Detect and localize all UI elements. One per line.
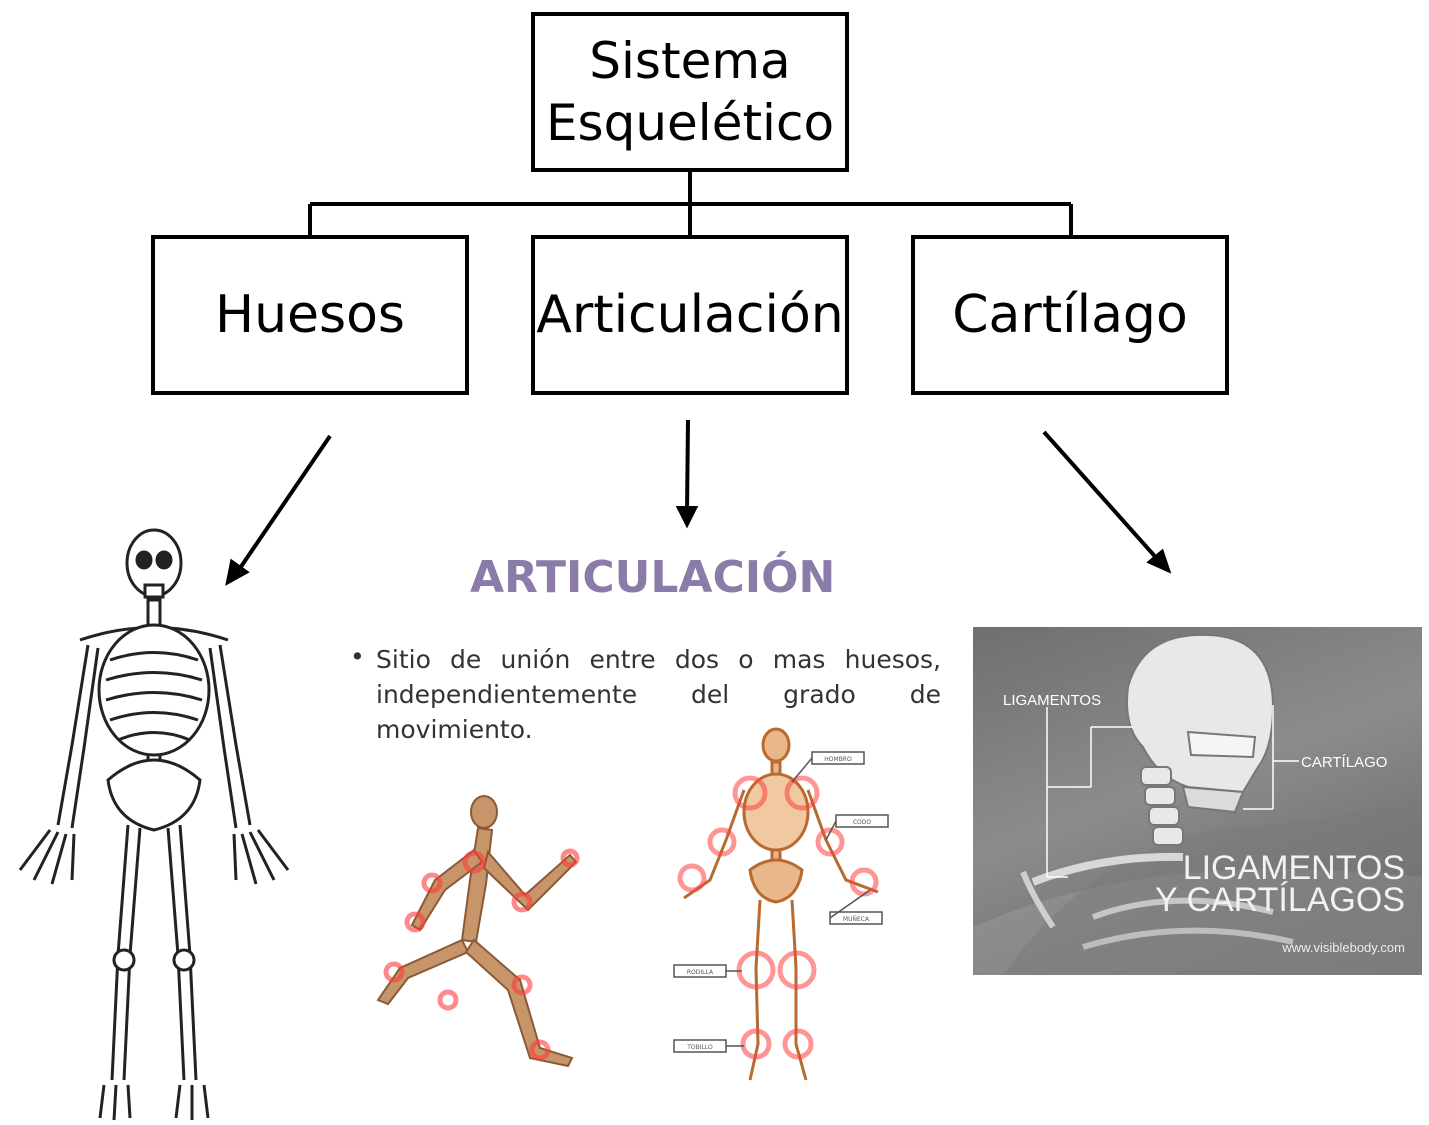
node-huesos-label: Huesos — [214, 284, 406, 345]
tree-connectors — [308, 172, 1073, 235]
articulacion-slide-title: ARTICULACIÓN — [470, 552, 836, 603]
ligamentos-cartilagos-image: LIGAMENTOS CARTÍLAGO LIGAMENTOS Y CARTÍL… — [973, 627, 1422, 975]
label-ligamentos: LIGAMENTOS — [1003, 692, 1101, 709]
bullet-marker: • — [350, 642, 365, 671]
tag-muneca: MUÑECA — [843, 916, 870, 923]
label-cartilago: CARTÍLAGO — [1301, 754, 1387, 771]
ligamentos-graphic: LIGAMENTOS CARTÍLAGO LIGAMENTOS Y CARTÍL… — [973, 633, 1422, 975]
joints-skeleton-figure — [683, 727, 879, 1081]
skeleton-joint-highlights — [677, 775, 879, 1060]
root-label-line1: Sistema — [589, 31, 791, 90]
node-cartilago: Cartílago — [911, 235, 1229, 395]
node-articulacion-label: Articulación — [536, 284, 844, 345]
root-label-line2: Esquelético — [545, 94, 835, 152]
arrow-articulacion — [685, 419, 690, 513]
arrow-huesos — [234, 434, 332, 576]
image-title-line2: Y CARTÍLAGOS — [1155, 881, 1405, 919]
articulacion-description: Sitio de unión entre dos o mas huesos, i… — [376, 645, 941, 744]
image-title-line1: LIGAMENTOS — [1183, 849, 1405, 887]
mannequin-joint-highlights — [383, 848, 580, 1061]
node-cartilago-label: Cartílago — [952, 284, 1188, 345]
tag-tobillo: TOBILLO — [686, 1044, 713, 1051]
node-huesos: Huesos — [151, 235, 469, 395]
wooden-mannequin-figure — [376, 795, 578, 1068]
tag-codo: CODO — [853, 819, 872, 826]
tag-hombro: HOMBRO — [824, 756, 852, 763]
node-articulacion: Articulación — [531, 235, 849, 395]
arrow-cartilago — [1042, 430, 1162, 564]
image-website: www.visiblebody.com — [1281, 940, 1405, 955]
tag-rodilla: RODILLA — [687, 969, 714, 976]
joint-tag-boxes — [673, 751, 889, 1053]
